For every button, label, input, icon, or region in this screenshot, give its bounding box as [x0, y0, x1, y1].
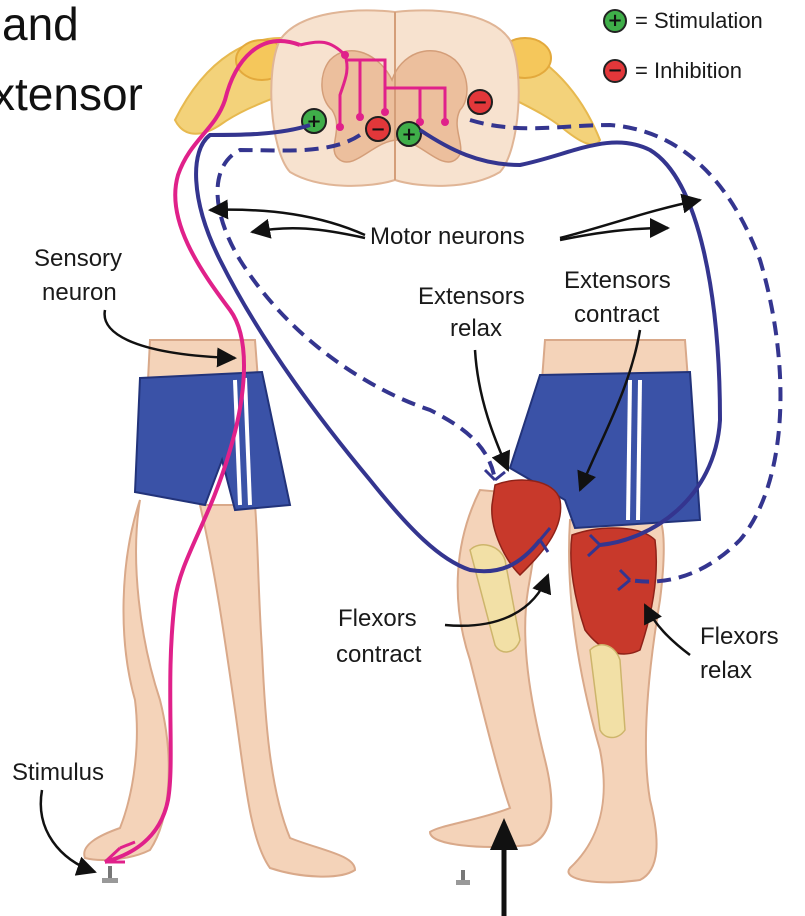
inhibition-symbol-icon: −	[603, 59, 627, 83]
right-leg-figure	[430, 340, 700, 885]
label-stimulus: Stimulus	[12, 758, 104, 788]
label-sensory-neuron-line1: Sensory	[34, 244, 122, 274]
label-flexors-relax-line2: relax	[700, 656, 752, 686]
legend-stimulation: + = Stimulation	[603, 8, 763, 34]
arrow-stimulus	[41, 790, 95, 872]
svg-text:−: −	[472, 92, 487, 113]
label-flexors-contract-line2: contract	[336, 640, 421, 670]
legend-inhibition: − = Inhibition	[603, 58, 742, 84]
label-flexors-contract-line1: Flexors	[338, 604, 417, 634]
arrow-extensors-relax	[475, 350, 508, 470]
label-motor-neurons: Motor neurons	[370, 222, 525, 252]
label-extensors-relax-line1: Extensors	[418, 282, 525, 312]
stimulation-symbol-icon: +	[603, 9, 627, 33]
label-sensory-neuron-line2: neuron	[42, 278, 117, 308]
label-extensors-contract-line2: contract	[574, 300, 659, 330]
label-extensors-contract-line1: Extensors	[564, 266, 671, 296]
svg-text:+: +	[306, 111, 321, 132]
minus-synapse-right: −	[468, 90, 492, 114]
stimulation-legend-text: = Stimulation	[635, 8, 763, 34]
svg-text:+: +	[401, 124, 416, 145]
label-flexors-relax-line1: Flexors	[700, 622, 779, 652]
plus-synapse-left: +	[302, 109, 326, 133]
left-figure-back-leg	[200, 505, 355, 877]
inhibition-legend-text: = Inhibition	[635, 58, 742, 84]
svg-text:−: −	[370, 119, 385, 140]
arrow-motor-neurons-left-1	[210, 210, 365, 235]
title-fragment-line2: xtensor	[0, 68, 143, 120]
floor-tack	[456, 870, 470, 885]
stimulus-tack	[102, 866, 118, 883]
left-leg-figure	[84, 340, 355, 883]
minus-synapse-left: −	[366, 117, 390, 141]
title-fragment-line1: and	[2, 0, 79, 50]
arrow-motor-neurons-left-2	[252, 228, 365, 238]
label-extensors-relax-line2: relax	[450, 314, 502, 344]
left-figure-thighs	[84, 500, 168, 860]
arrow-motor-neurons-right-1	[560, 200, 700, 238]
plus-synapse-right: +	[397, 122, 421, 146]
left-figure-shorts	[135, 372, 290, 510]
